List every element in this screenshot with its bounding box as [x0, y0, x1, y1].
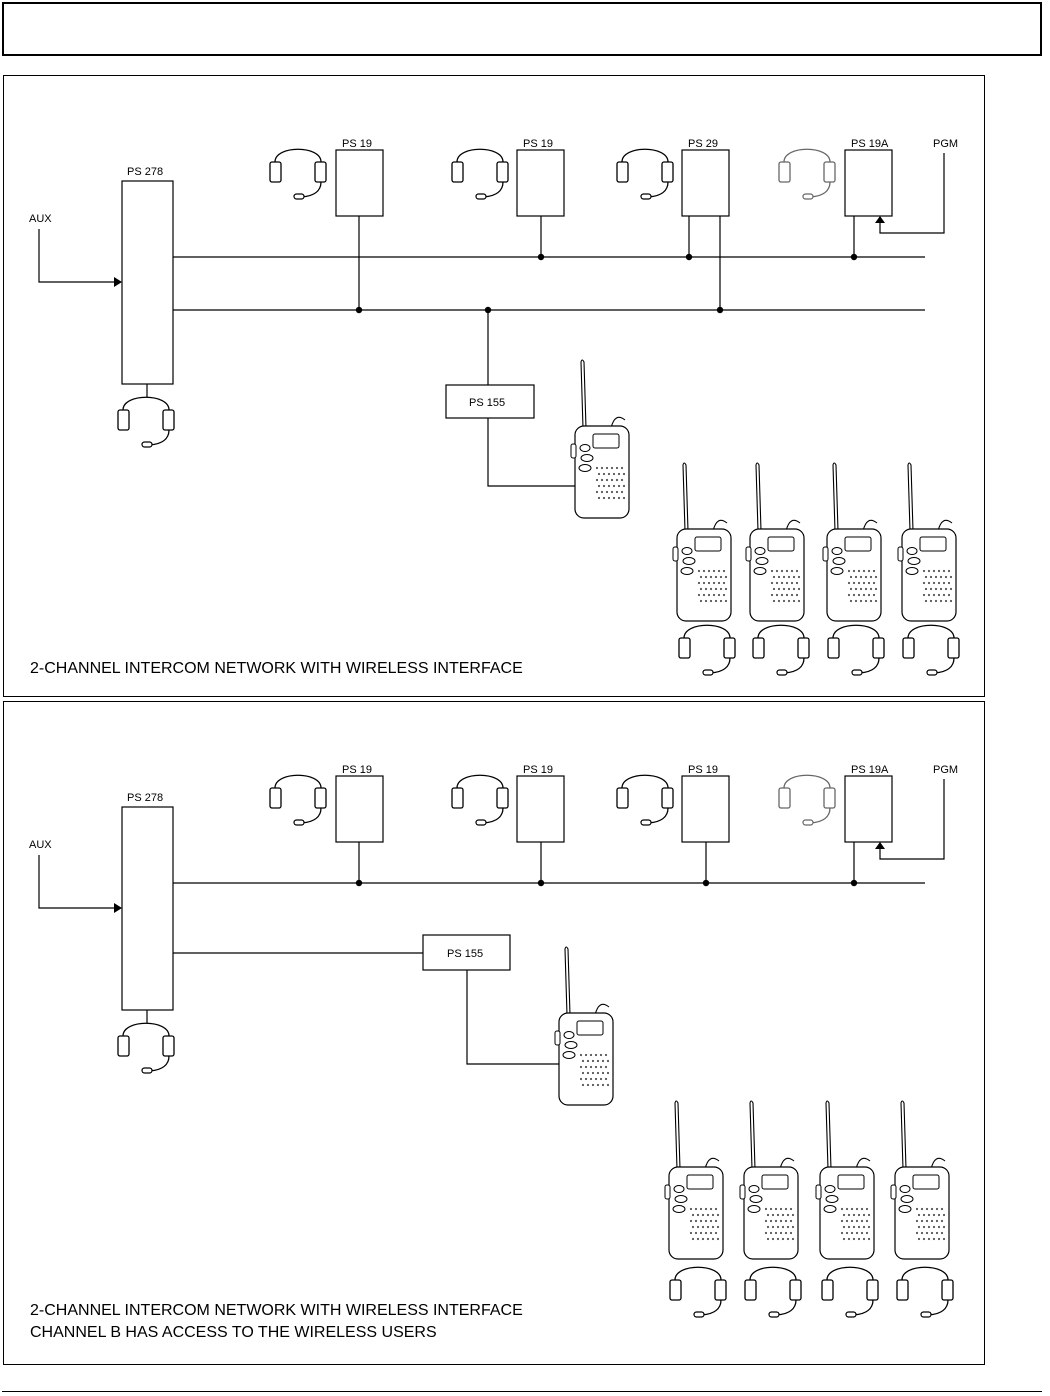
signal-arrow [114, 277, 122, 287]
headset-icon [117, 396, 175, 448]
headset-icon [752, 624, 810, 676]
headset-icon [827, 624, 885, 676]
headset-icon [616, 774, 674, 826]
signal-arrow [114, 903, 122, 913]
diagram-caption-line: 2-CHANNEL INTERCOM NETWORK WITH WIRELESS… [30, 1302, 523, 1319]
walkie-talkie-icon [570, 359, 630, 519]
headset-icon [451, 148, 509, 200]
signal-arrow [875, 842, 885, 849]
headset-icon [669, 1266, 727, 1318]
headset-icon [616, 148, 674, 200]
headset-icon [821, 1266, 879, 1318]
diagram-panel-2 [3, 701, 985, 1365]
aux-label: AUX [29, 839, 52, 851]
junction-dot [484, 306, 492, 314]
junction-dot [850, 253, 858, 261]
aux-line [38, 229, 118, 283]
beltpack-label: PS 19A [851, 138, 889, 150]
junction-dot [537, 879, 545, 887]
aux-line [38, 855, 118, 909]
beltpack-label: PS 19 [523, 764, 553, 776]
diagram-panel-1 [3, 75, 985, 697]
junction-dot [702, 879, 710, 887]
beltpack-label: PS 19 [342, 764, 372, 776]
beltpack-unit [335, 775, 384, 843]
headset-icon [117, 1022, 175, 1074]
junction-dot [355, 879, 363, 887]
junction-dot [850, 879, 858, 887]
walkie-talkie-icon [890, 1100, 950, 1260]
beltpack-unit [681, 149, 730, 217]
master-station [121, 806, 174, 1011]
beltpack-unit [844, 775, 893, 843]
diagram-caption-line: 2-CHANNEL INTERCOM NETWORK WITH WIRELESS… [30, 660, 523, 677]
wireless-interface-label: PS 155 [469, 397, 505, 409]
beltpack-unit [681, 775, 730, 843]
master-station-label: PS 278 [127, 792, 163, 804]
wireless-interface-label: PS 155 [447, 948, 483, 960]
beltpack-label: PS 19 [523, 138, 553, 150]
beltpack-label: PS 29 [688, 138, 718, 150]
headset-icon [269, 774, 327, 826]
walkie-talkie-icon [745, 462, 805, 622]
junction-dot [685, 253, 693, 261]
master-station-label: PS 278 [127, 166, 163, 178]
headset-icon [451, 774, 509, 826]
junction-dot [355, 306, 363, 314]
beltpack-label: PS 19 [342, 138, 372, 150]
aux-label: AUX [29, 213, 52, 225]
pgm-line [879, 153, 945, 234]
page-header-box [2, 2, 1042, 56]
walkie-talkie-icon [897, 462, 957, 622]
headset-icon [778, 774, 836, 826]
junction-dot [716, 306, 724, 314]
headset-icon [902, 624, 960, 676]
walkie-talkie-icon [822, 462, 882, 622]
walkie-talkie-icon [672, 462, 732, 622]
footer-rule [2, 1391, 1042, 1392]
headset-icon [678, 624, 736, 676]
beltpack-label: PS 19A [851, 764, 889, 776]
wireless-link [487, 418, 576, 487]
wireless-interface [445, 384, 535, 419]
pgm-label: PGM [933, 764, 958, 776]
walkie-talkie-icon [664, 1100, 724, 1260]
wireless-interface [422, 934, 511, 971]
walkie-talkie-icon [554, 946, 614, 1106]
beltpack-unit [516, 775, 565, 843]
beltpack-label: PS 19 [688, 764, 718, 776]
walkie-talkie-icon [739, 1100, 799, 1260]
signal-arrow [875, 216, 885, 223]
headset-icon [744, 1266, 802, 1318]
beltpack-unit [844, 149, 893, 217]
walkie-talkie-icon [815, 1100, 875, 1260]
diagram-caption-line: CHANNEL B HAS ACCESS TO THE WIRELESS USE… [30, 1324, 437, 1341]
headset-icon [778, 148, 836, 200]
junction-dot [537, 253, 545, 261]
pgm-line [879, 779, 945, 860]
wireless-link [466, 970, 560, 1065]
pgm-label: PGM [933, 138, 958, 150]
headset-icon [269, 148, 327, 200]
beltpack-unit [335, 149, 384, 217]
headset-icon [896, 1266, 954, 1318]
